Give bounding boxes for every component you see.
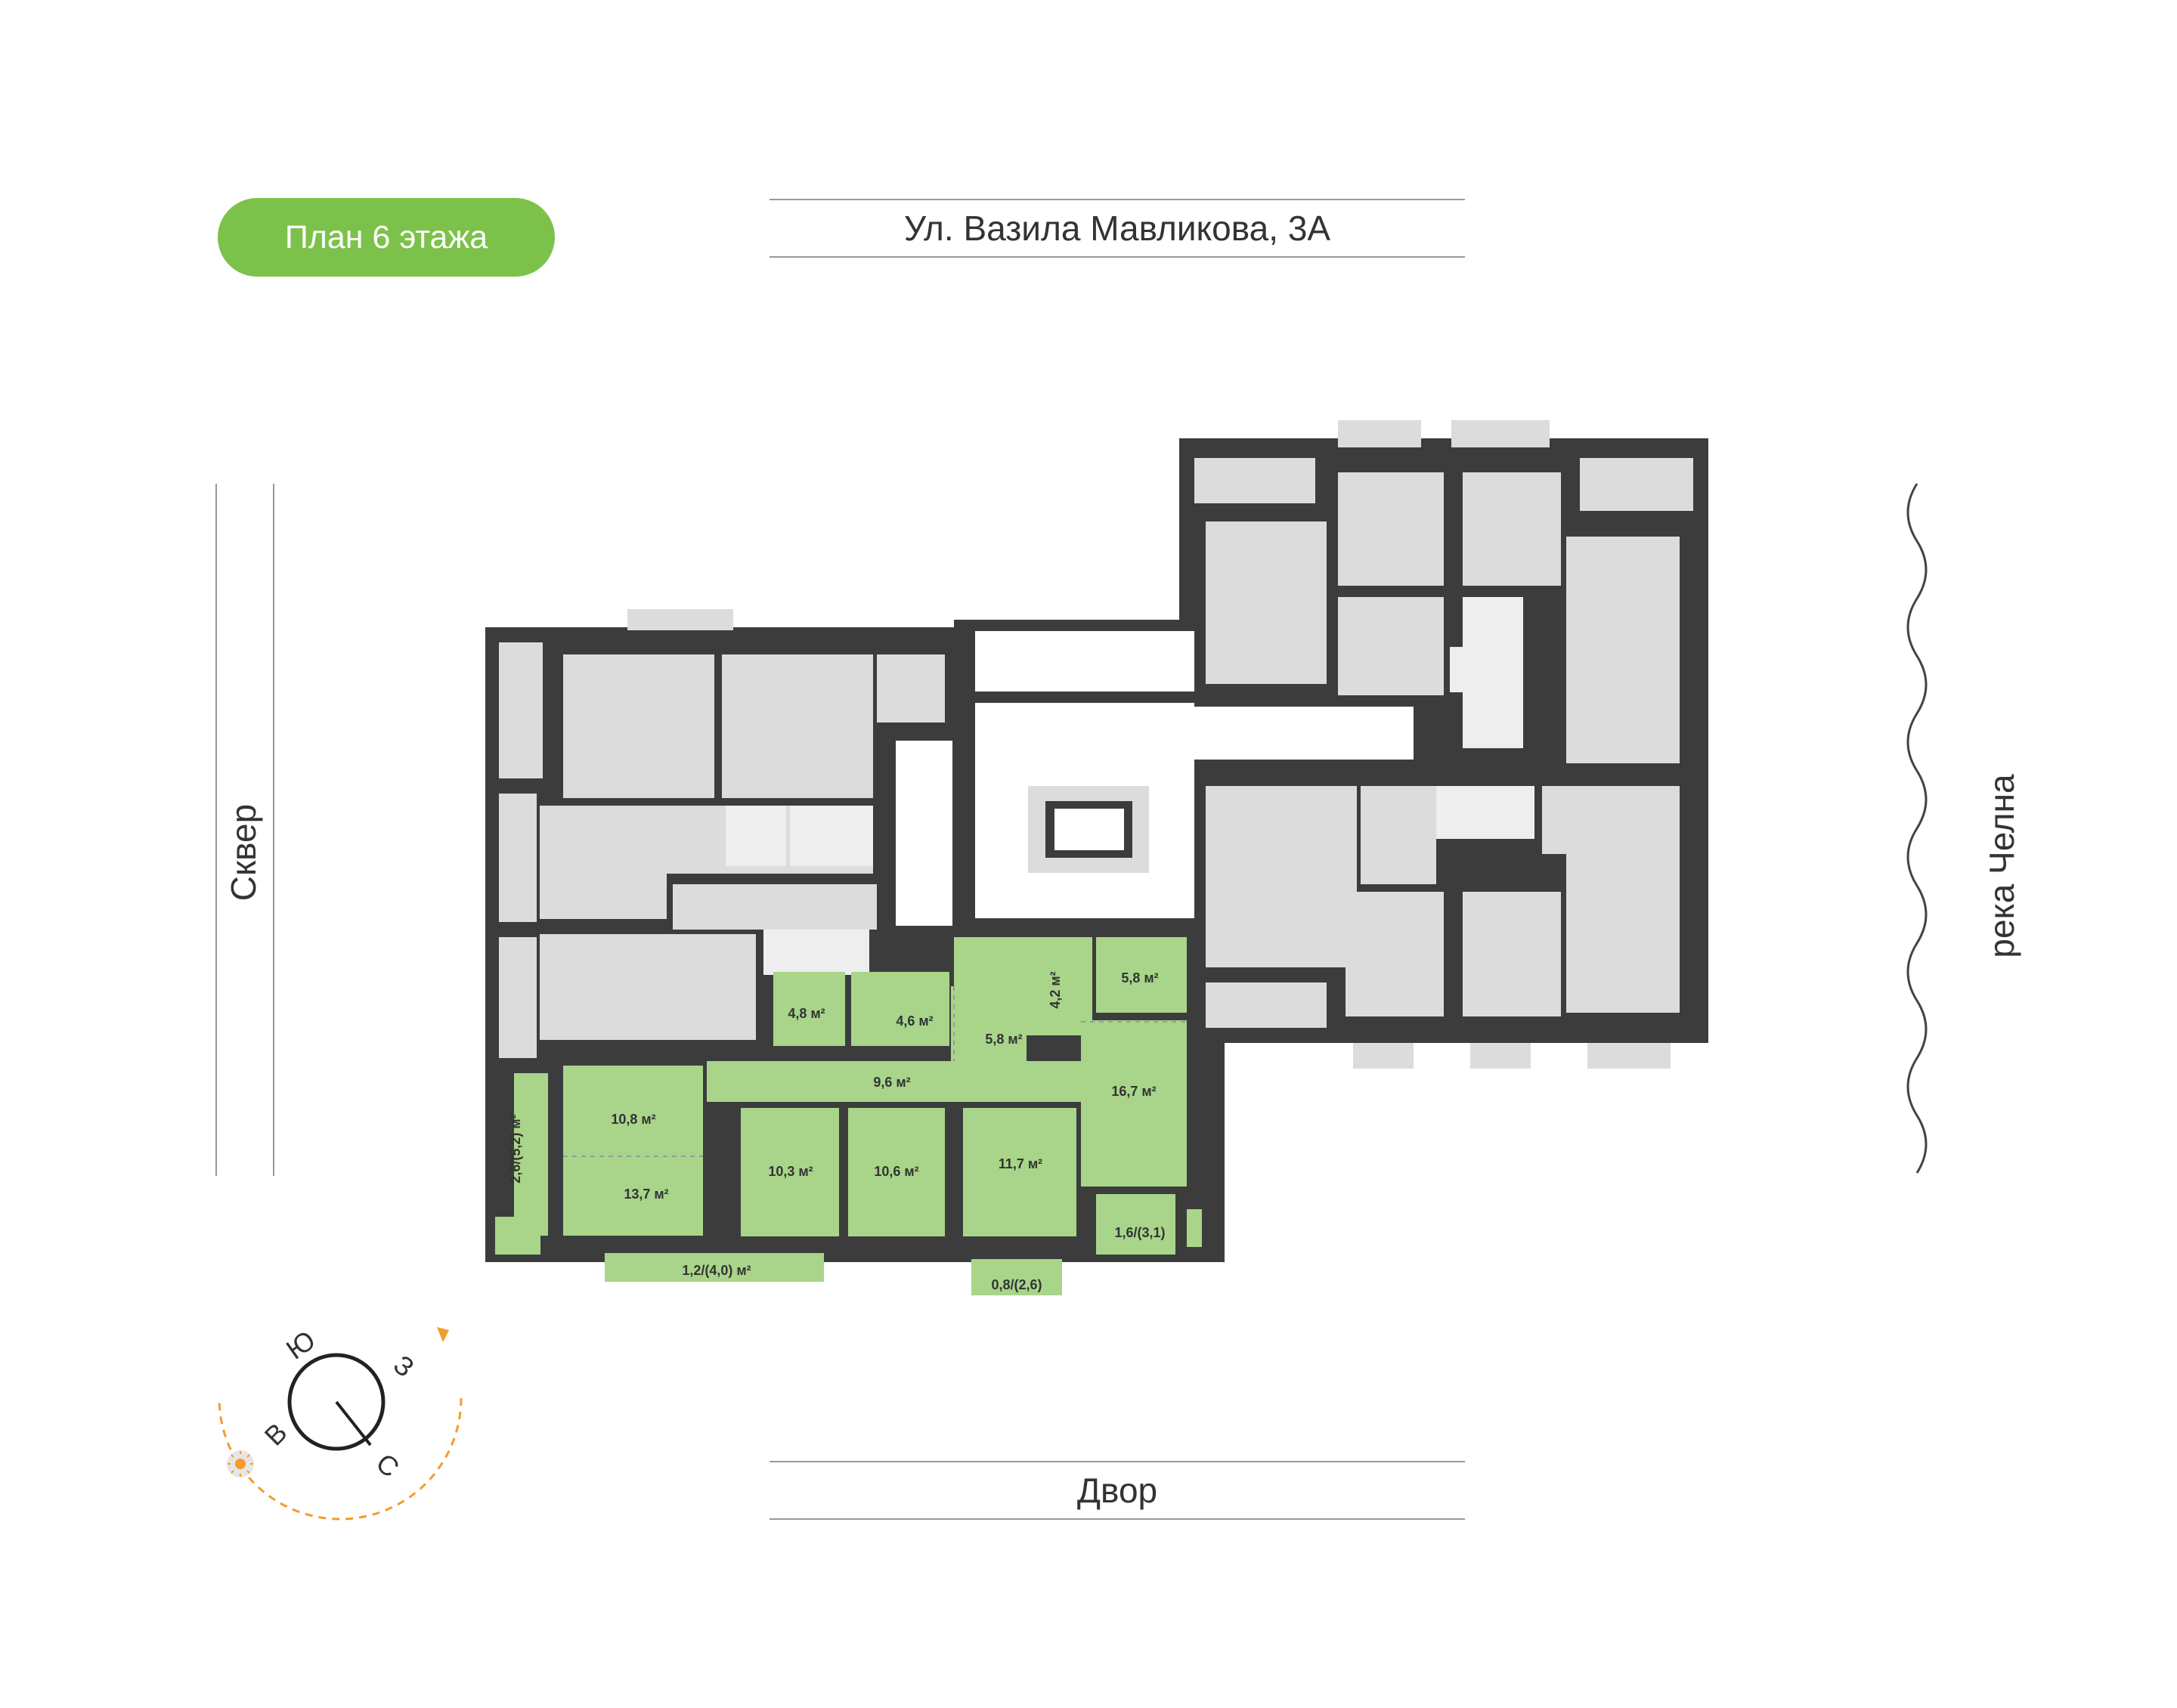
plan-title: План 6 этажа	[218, 198, 555, 277]
area-bathroom-1: 4,8 м²	[788, 1006, 825, 1021]
sun-icon	[227, 1450, 254, 1477]
compass: Ю З В С	[217, 1275, 463, 1521]
area-storage: 5,8 м²	[985, 1032, 1022, 1047]
street-top-label: Ул. Вазила Мавликова, 3А	[903, 209, 1331, 248]
area-living: 16,7 м²	[1111, 1084, 1156, 1099]
highlighted-apartment	[495, 937, 1202, 1295]
area-hall: 9,6 м²	[873, 1075, 910, 1090]
compass-north: С	[370, 1447, 405, 1484]
area-bedroom-1: 10,3 м²	[768, 1164, 813, 1179]
area-loggia-left: 2,6/(5,2) м²	[508, 1114, 523, 1183]
street-lines	[215, 199, 1465, 1520]
street-right-label: река Челна	[1982, 774, 2021, 958]
area-balcony-right: 1,6/(3,1)	[1114, 1225, 1165, 1240]
rooms-grey	[499, 420, 1693, 1069]
area-balcony-small: 0,8/(2,6)	[991, 1277, 1042, 1292]
area-bedroom-2: 10,6 м²	[874, 1164, 918, 1179]
area-wardrobe: 5,8 м²	[1121, 970, 1158, 986]
area-bedroom-3: 11,7 м²	[999, 1156, 1042, 1171]
compass-east: В	[259, 1417, 293, 1452]
area-bathroom-2: 4,6 м²	[896, 1013, 933, 1029]
area-wc: 4,2 м²	[1048, 971, 1063, 1008]
area-balcony-bottom: 1,2/(4,0) м²	[682, 1263, 751, 1278]
area-labels: 4,8 м² 4,6 м² 5,8 м² 4,2 м² 5,8 м² 9,6 м…	[508, 970, 1166, 1292]
street-left-label: Сквер	[224, 803, 263, 902]
direction-arrow-icon	[437, 1327, 449, 1342]
room-dividers	[563, 986, 1187, 1157]
compass-west: З	[388, 1349, 420, 1383]
area-kitchen: 10,8 м²	[611, 1112, 655, 1127]
area-kitchen-dining: 13,7 м²	[624, 1187, 668, 1202]
river-wave	[1906, 483, 1928, 1174]
street-bottom-label: Двор	[1076, 1471, 1158, 1510]
